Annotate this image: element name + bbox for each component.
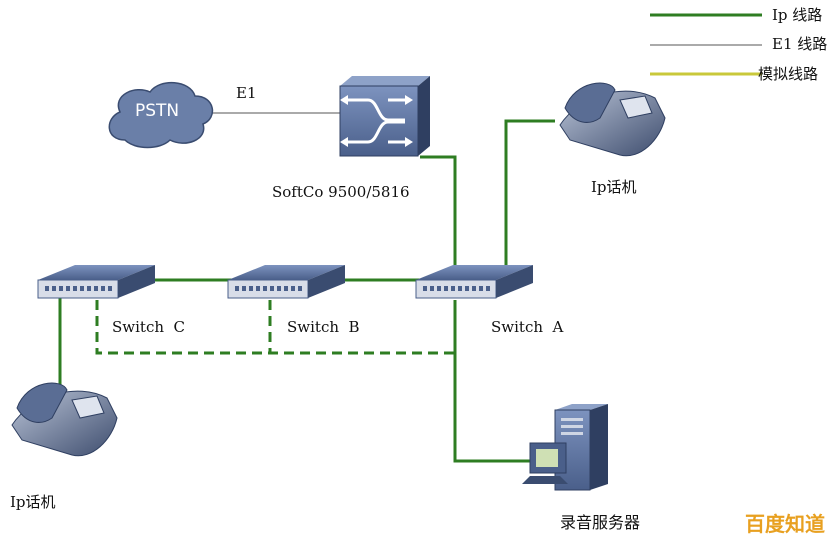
recording-server-label: 录音服务器 <box>560 513 641 532</box>
switch-b-icon <box>227 265 345 299</box>
watermark-logo: 百度知道 <box>745 512 825 536</box>
ip-phone-bottom-label: Ip话机 <box>10 493 56 511</box>
softco-device-icon <box>339 76 430 157</box>
ip-link-switch-a-phone-top <box>504 119 555 270</box>
softco-label: SoftCo 9500/5816 <box>272 183 410 201</box>
switch-a-label: Switch A <box>491 318 564 336</box>
ip-link-softco-switch-a <box>420 155 457 268</box>
legend-analog-label: 模拟线路 <box>758 65 819 83</box>
legend-e1-label: E1 线路 <box>772 35 828 53</box>
ip-link-switch-a-server <box>453 300 530 463</box>
mirror-link-dashed <box>95 300 458 355</box>
pstn-label: PSTN <box>135 101 180 121</box>
switch-b-label: Switch B <box>287 318 360 336</box>
ip-phone-top-icon <box>559 82 666 157</box>
legend-ip-label: Ip 线路 <box>772 6 823 24</box>
recording-server-icon <box>522 404 608 491</box>
ip-phone-bottom-icon <box>11 382 118 457</box>
pstn-cloud-icon <box>108 81 214 149</box>
e1-link-label: E1 <box>236 84 257 102</box>
ip-phone-top-label: Ip话机 <box>591 178 637 196</box>
switch-a-icon <box>415 265 533 299</box>
switch-c-icon <box>37 265 155 299</box>
switch-c-label: Switch C <box>112 318 186 336</box>
